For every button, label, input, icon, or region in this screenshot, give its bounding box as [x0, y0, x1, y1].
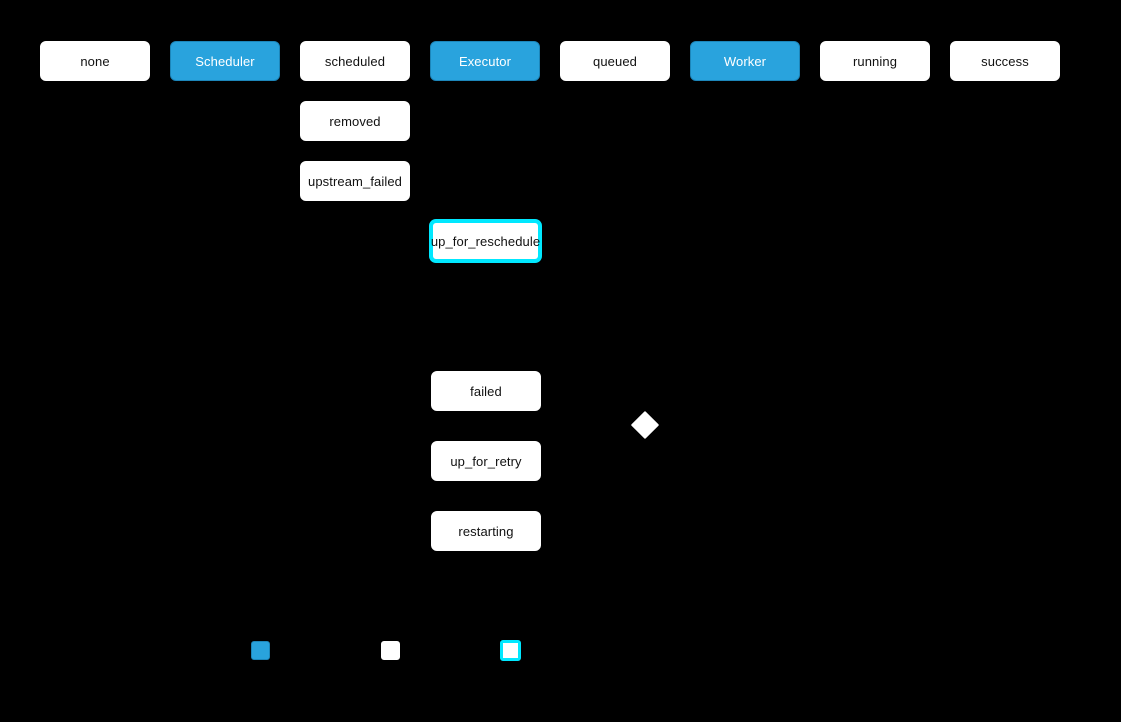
node-scheduled[interactable]: scheduled: [300, 41, 410, 81]
node-up-for-retry[interactable]: up_for_retry: [431, 441, 541, 481]
node-worker[interactable]: Worker: [690, 41, 800, 81]
node-label: up_for_retry: [450, 453, 522, 469]
node-up-for-reschedule[interactable]: up_for_reschedule: [430, 220, 541, 262]
node-label: removed: [329, 113, 381, 129]
node-label: queued: [593, 53, 637, 69]
node-label: none: [80, 53, 110, 69]
node-label: upstream_failed: [308, 173, 402, 189]
node-removed[interactable]: removed: [300, 101, 410, 141]
node-failed[interactable]: failed: [431, 371, 541, 411]
node-scheduler[interactable]: Scheduler: [170, 41, 280, 81]
node-running[interactable]: running: [820, 41, 930, 81]
node-executor[interactable]: Executor: [430, 41, 540, 81]
node-upstream-failed[interactable]: upstream_failed: [300, 161, 410, 201]
node-queued[interactable]: queued: [560, 41, 670, 81]
node-label: restarting: [458, 523, 514, 539]
node-label: running: [852, 53, 898, 69]
node-label: up_for_reschedule: [430, 233, 541, 249]
legend-swatch-actor[interactable]: [251, 641, 270, 660]
node-label: Worker: [723, 53, 767, 69]
node-label: failed: [470, 383, 502, 399]
diamond-marker-icon[interactable]: [630, 410, 660, 440]
node-label: Scheduler: [195, 53, 255, 69]
legend-swatch-state[interactable]: [381, 641, 400, 660]
node-label: success: [981, 53, 1029, 69]
node-none[interactable]: none: [40, 41, 150, 81]
node-restarting[interactable]: restarting: [431, 511, 541, 551]
node-label: Executor: [458, 53, 512, 69]
node-success[interactable]: success: [950, 41, 1060, 81]
legend-swatch-selected[interactable]: [500, 640, 521, 661]
node-label: scheduled: [324, 53, 386, 69]
